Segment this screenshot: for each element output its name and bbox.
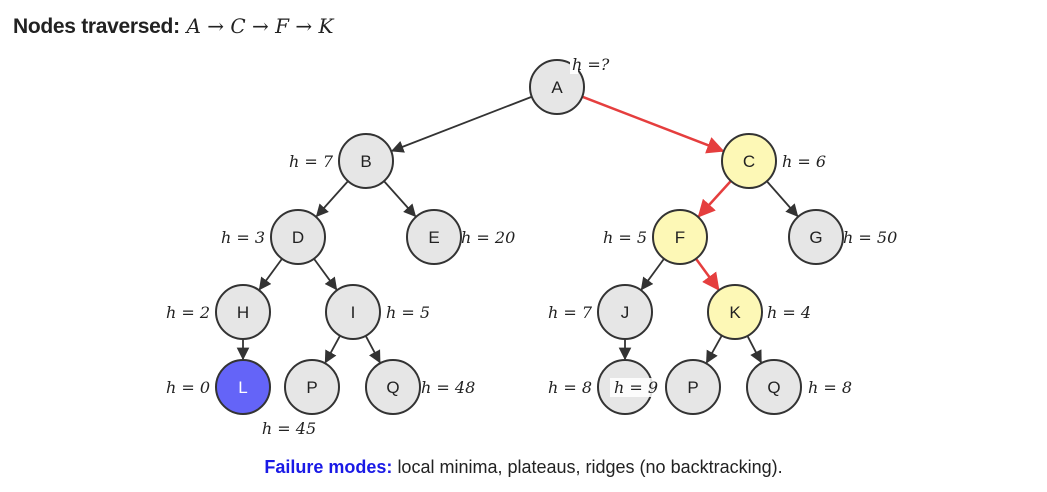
node-label: F	[675, 228, 685, 247]
heuristic-label: h = 7	[548, 303, 593, 322]
edge-F-J	[640, 258, 665, 291]
node-J[interactable]: Jh = 7	[548, 284, 653, 340]
traversal-path: A → C → F → K	[186, 14, 334, 38]
edge-C-G	[766, 180, 799, 217]
node-P2[interactable]: P	[665, 359, 721, 415]
heuristic-label: h = 8	[548, 378, 592, 397]
edge-A-B	[390, 95, 533, 153]
edge-I-Q	[364, 335, 381, 364]
heuristic-label: h = 3	[221, 228, 265, 247]
edge-I-P	[324, 335, 341, 364]
edge-D-H	[258, 258, 283, 291]
traversal-header: Nodes traversed: A → C → F → K	[13, 14, 333, 39]
node-B[interactable]: Bh = 7	[289, 133, 394, 189]
node-P[interactable]: Ph = 45	[262, 359, 340, 438]
node-label: P	[687, 378, 698, 397]
heuristic-label: h = 5	[386, 303, 430, 322]
heuristic-label: h = 50	[843, 228, 897, 247]
node-label: Q	[386, 378, 399, 397]
node-circle	[325, 284, 381, 340]
heuristic-label: h = 48	[421, 378, 475, 397]
footer-note: Failure modes: local minima, plateaus, r…	[0, 457, 1047, 478]
node-A[interactable]: Ah =?	[529, 55, 610, 115]
node-circle	[365, 359, 421, 415]
edge-D-I	[313, 258, 338, 291]
header-label: Nodes traversed:	[13, 15, 180, 38]
heuristic-label: h = 2	[166, 303, 210, 322]
node-circle	[652, 209, 708, 265]
node-circle	[707, 284, 763, 340]
node-label: G	[809, 228, 822, 247]
node-circle	[665, 359, 721, 415]
node-label: C	[743, 152, 755, 171]
footer-text: local minima, plateaus, ridges (no backt…	[397, 457, 783, 477]
heuristic-label: h =?	[572, 55, 610, 74]
node-label: K	[729, 303, 741, 322]
node-label: L	[238, 378, 247, 397]
heuristic-label: h = 4	[767, 303, 811, 322]
edge-K-Q2	[746, 335, 762, 364]
footer-label: Failure modes:	[264, 457, 393, 477]
node-circle	[270, 209, 326, 265]
node-label: B	[360, 152, 371, 171]
node-label: P	[306, 378, 317, 397]
node-circle	[406, 209, 462, 265]
node-circle	[721, 133, 777, 189]
node-label: H	[237, 303, 249, 322]
node-circle	[284, 359, 340, 415]
heuristic-label-overlay: h = 9	[614, 378, 658, 397]
edge-C-F	[697, 180, 732, 218]
node-H[interactable]: Hh = 2	[166, 284, 271, 340]
node-J1[interactable]: h = 8 h = 9	[548, 359, 658, 415]
heuristic-label: h = 45	[262, 419, 316, 438]
node-circle	[788, 209, 844, 265]
heuristic-label: h = 5	[603, 228, 647, 247]
node-circle	[215, 284, 271, 340]
node-circle	[746, 359, 802, 415]
node-circle	[215, 359, 271, 415]
node-D[interactable]: Dh = 3	[221, 209, 326, 265]
node-label: D	[292, 228, 304, 247]
node-label: J	[621, 303, 630, 322]
heuristic-label: h = 20	[461, 228, 515, 247]
heuristic-label: h = 7	[289, 152, 334, 171]
node-label: A	[551, 78, 563, 97]
edge-B-D	[315, 180, 349, 218]
heuristic-label: h = 6	[782, 152, 826, 171]
node-label: E	[428, 228, 439, 247]
heuristic-label: h = 0	[166, 378, 210, 397]
edge-K-P2	[705, 335, 723, 364]
edge-F-K	[694, 258, 720, 291]
edge-A-C	[581, 95, 725, 154]
node-label: I	[351, 303, 356, 322]
node-F[interactable]: Fh = 5	[603, 209, 708, 265]
node-circle	[338, 133, 394, 189]
node-circle	[597, 284, 653, 340]
node-L[interactable]: Lh = 0	[166, 359, 271, 415]
heuristic-label: h = 8	[808, 378, 852, 397]
node-label: Q	[767, 378, 780, 397]
edge-B-E	[383, 180, 417, 218]
